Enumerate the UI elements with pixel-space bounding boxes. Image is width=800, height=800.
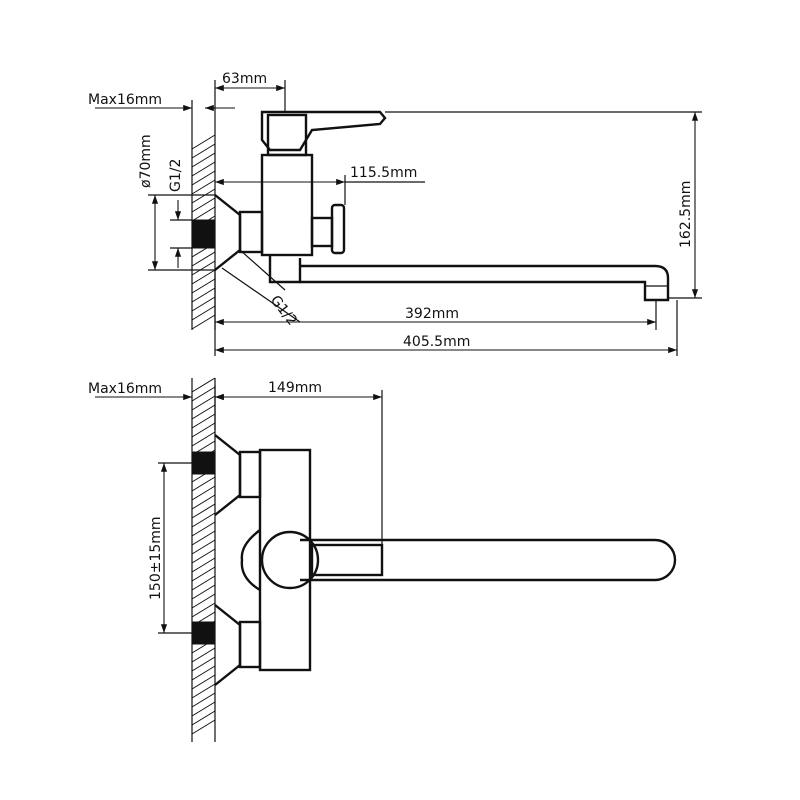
side-connector <box>238 210 264 254</box>
wall-hatch-line <box>191 431 216 447</box>
side-spout-reach-label: 392mm <box>405 306 459 322</box>
wall-hatch-line <box>191 305 216 321</box>
wall-hatch-line <box>191 197 216 213</box>
side-outlet-thread-label: G1/2 <box>267 293 300 329</box>
wall-hatch-line <box>191 530 216 546</box>
side-flange <box>214 194 242 271</box>
side-lever <box>260 110 387 152</box>
top-inlet-nut-lower <box>191 621 215 645</box>
wall-hatch-line <box>191 647 216 663</box>
top-spout <box>300 538 677 582</box>
wall-hatch-line <box>191 656 216 672</box>
wall-hatch-line <box>191 584 216 600</box>
top-flange-lower <box>214 604 242 686</box>
top-connector-upper <box>238 450 262 499</box>
wall-hatch-line <box>191 179 216 195</box>
side-diverter-knob <box>330 203 346 255</box>
top-body <box>258 448 312 672</box>
side-overall-length-label: 405.5mm <box>403 334 470 350</box>
wall-hatch-line <box>191 494 216 510</box>
top-inlet-spacing-label: 150±15mm <box>148 516 164 600</box>
side-view: Max16mm 63mm ø70mm G1/2 115.5mm 162.5mm … <box>88 71 702 356</box>
side-inlet-nut <box>191 219 215 249</box>
side-spout <box>300 264 670 302</box>
wall-hatch-line <box>191 422 216 438</box>
wall-hatch-line <box>191 674 216 690</box>
top-body-bulge <box>240 529 261 592</box>
wall-hatch-line <box>191 503 216 519</box>
wall-hatch-line <box>191 314 216 330</box>
top-connector-lower <box>238 620 262 669</box>
side-total-height-label: 162.5mm <box>678 181 694 248</box>
wall-hatch-line <box>191 161 216 177</box>
wall-hatch-line <box>191 692 216 708</box>
wall-hatch-line <box>191 710 216 726</box>
wall-hatch-line <box>191 269 216 285</box>
wall-hatch-line <box>191 602 216 618</box>
wall-hatch-line <box>191 377 216 393</box>
top-flange-upper <box>214 434 242 516</box>
top-view: Max16mm 149mm 150±15mm <box>88 377 677 742</box>
wall-hatch-line <box>191 476 216 492</box>
wall-hatch-line <box>191 548 216 564</box>
wall-hatch-line <box>191 206 216 222</box>
side-flange-diameter-label: ø70mm <box>138 134 154 188</box>
wall-hatch-line <box>191 719 216 735</box>
side-lever-offset-label: 63mm <box>222 71 267 87</box>
side-body <box>260 153 314 257</box>
wall-hatch-line <box>191 134 216 150</box>
side-spout-swivel <box>268 256 302 284</box>
wall-hatch-line <box>191 539 216 555</box>
top-handle-offset-label: 149mm <box>268 380 322 396</box>
side-wall-thickness-label: Max16mm <box>88 92 162 108</box>
wall-hatch-line <box>191 143 216 159</box>
wall-hatch-line <box>191 152 216 168</box>
side-diverter-reach-label: 115.5mm <box>350 165 417 181</box>
wall-hatch-line <box>191 296 216 312</box>
side-cartridge <box>266 113 308 157</box>
wall-hatch-line <box>191 701 216 717</box>
wall-hatch-line <box>191 557 216 573</box>
wall-hatch-line <box>191 251 216 267</box>
wall-hatch-line <box>191 386 216 402</box>
wall-hatch-line <box>191 260 216 276</box>
top-wall-thickness-label: Max16mm <box>88 381 162 397</box>
wall-hatch-line <box>191 404 216 420</box>
wall-hatch-line <box>191 521 216 537</box>
wall-hatch-line <box>191 413 216 429</box>
wall-hatch-line <box>191 395 216 411</box>
wall-hatch-line <box>191 665 216 681</box>
wall-hatch-line <box>191 278 216 294</box>
wall-hatch-line <box>191 485 216 501</box>
top-inlet-nut-upper <box>191 451 215 475</box>
wall-hatch-line <box>191 566 216 582</box>
top-handle-disc <box>260 530 320 590</box>
wall-hatch-line <box>191 683 216 699</box>
side-diverter-stem <box>310 216 334 248</box>
wall-hatch-line <box>191 170 216 186</box>
wall-hatch-line <box>191 575 216 591</box>
top-wall-hatch <box>191 377 216 742</box>
side-inlet-thread-label: G1/2 <box>168 159 184 192</box>
wall-hatch-line <box>191 287 216 303</box>
wall-hatch-line <box>191 593 216 609</box>
wall-hatch-line <box>191 512 216 528</box>
wall-hatch-line <box>191 188 216 204</box>
top-handle-lever <box>310 543 384 577</box>
